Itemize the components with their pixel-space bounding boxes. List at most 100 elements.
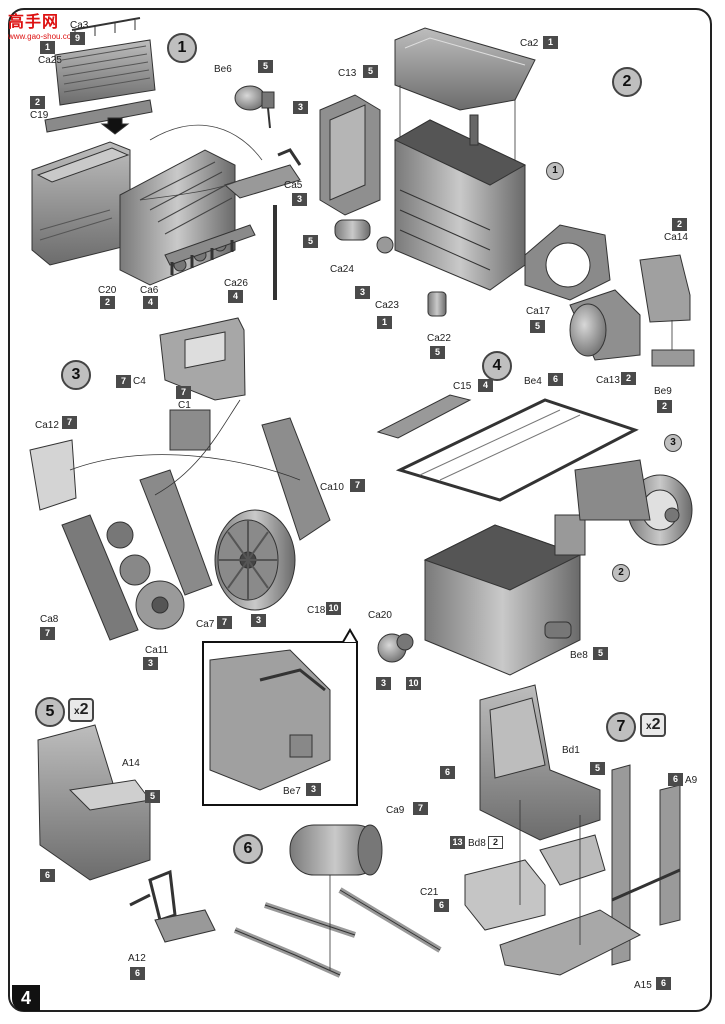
part-c20-label: C20 xyxy=(98,285,117,296)
part-ca26-label: Ca26 xyxy=(224,278,248,289)
gearbox-cover xyxy=(159,317,246,401)
part-ca5-badge: 3 xyxy=(292,193,307,206)
part-ca12-label: Ca12 xyxy=(35,420,59,431)
part-ca23-label: Ca23 xyxy=(375,300,399,311)
air-filter xyxy=(569,289,641,361)
part-ca3-badge: 9 xyxy=(70,32,85,45)
gear-cover-mid xyxy=(139,469,213,596)
part-be4-badge: 6 xyxy=(548,373,563,386)
engine-main-body xyxy=(393,114,527,291)
part-bd8-label: Bd8 xyxy=(468,838,486,849)
side-plate-left xyxy=(29,439,77,511)
part-c19-badge: 2 xyxy=(30,96,45,109)
rear-bracket xyxy=(319,94,381,216)
part-be8-badge: 5 xyxy=(593,647,608,660)
step-4-subassembly-ref-2: 2 xyxy=(612,564,630,582)
part-a12-badge: 6 xyxy=(130,967,145,980)
part-c15-label: C15 xyxy=(453,381,472,392)
part-c21-label: C21 xyxy=(420,887,439,898)
part-a14-link-badge: 6 xyxy=(40,869,55,882)
part-ca8-badge: 7 xyxy=(40,627,55,640)
part-ca17-badge: 5 xyxy=(530,320,545,333)
part-a14-label: A14 xyxy=(122,758,140,769)
part-bd1-badge: 5 xyxy=(590,762,605,775)
cross-member xyxy=(376,394,472,439)
part-be6-link-badge: 3 xyxy=(293,101,308,114)
seat-cushions xyxy=(464,834,606,931)
part-ca7-link-badge: 3 xyxy=(251,614,266,627)
part-ca20-label: Ca20 xyxy=(368,610,392,621)
part-ca3-label: Ca3 xyxy=(70,20,89,31)
fuel-pump xyxy=(334,219,394,254)
inset-detail xyxy=(202,628,358,806)
part-ca23-badge: 1 xyxy=(377,316,392,329)
part-ca13-label: Ca13 xyxy=(596,375,620,386)
steering-linkage xyxy=(223,148,302,300)
part-c1-label: C1 xyxy=(178,400,191,411)
chassis-frame xyxy=(395,398,639,502)
part-ca14-badge: 2 xyxy=(672,218,687,231)
step-7-marker: 7 xyxy=(606,712,636,742)
part-c18-label: C18 xyxy=(307,605,326,616)
step-6-marker: 6 xyxy=(233,834,263,864)
part-c13-label: C13 xyxy=(338,68,357,79)
part-ca10-label: Ca10 xyxy=(320,482,344,493)
part-ca20-badge: 3 xyxy=(376,677,391,690)
step-4-marker: 4 xyxy=(482,351,512,381)
part-ca2-badge: 1 xyxy=(543,36,558,49)
part-be8-label: Be8 xyxy=(570,650,588,661)
seat-bd1 xyxy=(479,684,601,841)
part-a9-label: A9 xyxy=(685,775,698,786)
side-plate-right xyxy=(261,417,331,541)
part-ca9-badge: 7 xyxy=(413,802,428,815)
gear-cover-left xyxy=(61,514,139,641)
fan-motor xyxy=(234,85,275,129)
part-c4-badge: 7 xyxy=(116,375,131,388)
part-bd1-link-badge: 6 xyxy=(440,766,455,779)
step-5-multiplier: x2 xyxy=(68,698,95,722)
part-be7-label: Be7 xyxy=(283,786,301,797)
part-c20-badge: 2 xyxy=(100,296,115,309)
side-bracket xyxy=(639,254,691,323)
part-ca24-label: Ca24 xyxy=(330,264,354,275)
part-be9-label: Be9 xyxy=(654,386,672,397)
part-ca24-badge: 5 xyxy=(303,235,318,248)
part-a15-badge: 6 xyxy=(656,977,671,990)
part-c15-badge: 4 xyxy=(478,379,493,392)
wheel-hub xyxy=(377,633,414,663)
part-ca11-badge: 3 xyxy=(143,657,158,670)
mount-plate xyxy=(651,349,695,367)
part-a9-badge: 6 xyxy=(668,773,683,786)
rear-wheel xyxy=(574,459,693,546)
part-ca7-label: Ca7 xyxy=(196,619,215,630)
gear-carrier xyxy=(169,409,211,451)
part-ca25-badge: 1 xyxy=(40,41,55,54)
step-2-subassembly-ref: 1 xyxy=(546,162,564,180)
part-ca22-badge: 5 xyxy=(430,346,445,359)
part-ca26-badge: 4 xyxy=(228,290,243,303)
part-bd1-label: Bd1 xyxy=(562,745,580,756)
gear-train xyxy=(106,521,185,630)
page-frame xyxy=(8,8,712,1012)
part-ca14-label: Ca14 xyxy=(664,232,688,243)
watermark-logo: 高手网 www.gao-shou.com xyxy=(8,8,78,41)
part-ca2-label: Ca2 xyxy=(520,38,539,49)
part-be4-label: Be4 xyxy=(524,376,542,387)
part-ca22-label: Ca22 xyxy=(427,333,451,344)
flywheel-housing xyxy=(524,224,611,301)
tank-frame xyxy=(233,887,442,978)
part-ca10-badge: 7 xyxy=(350,479,365,492)
step-3-marker: 3 xyxy=(61,360,91,390)
fuel-tank xyxy=(289,824,383,876)
part-be9-badge: 2 xyxy=(657,400,672,413)
part-bd8-badge: 13 xyxy=(450,836,465,849)
watermark-site: 高手网 xyxy=(8,14,60,31)
part-a12-label: A12 xyxy=(128,953,146,964)
part-ca25-label: Ca25 xyxy=(38,55,62,66)
exhaust-manifold xyxy=(164,224,256,275)
step-4-subassembly-ref-3: 3 xyxy=(664,434,682,452)
part-be6-label: Be6 xyxy=(214,64,232,75)
part-ca11-label: Ca11 xyxy=(145,645,169,656)
part-c21-badge: 6 xyxy=(434,899,449,912)
